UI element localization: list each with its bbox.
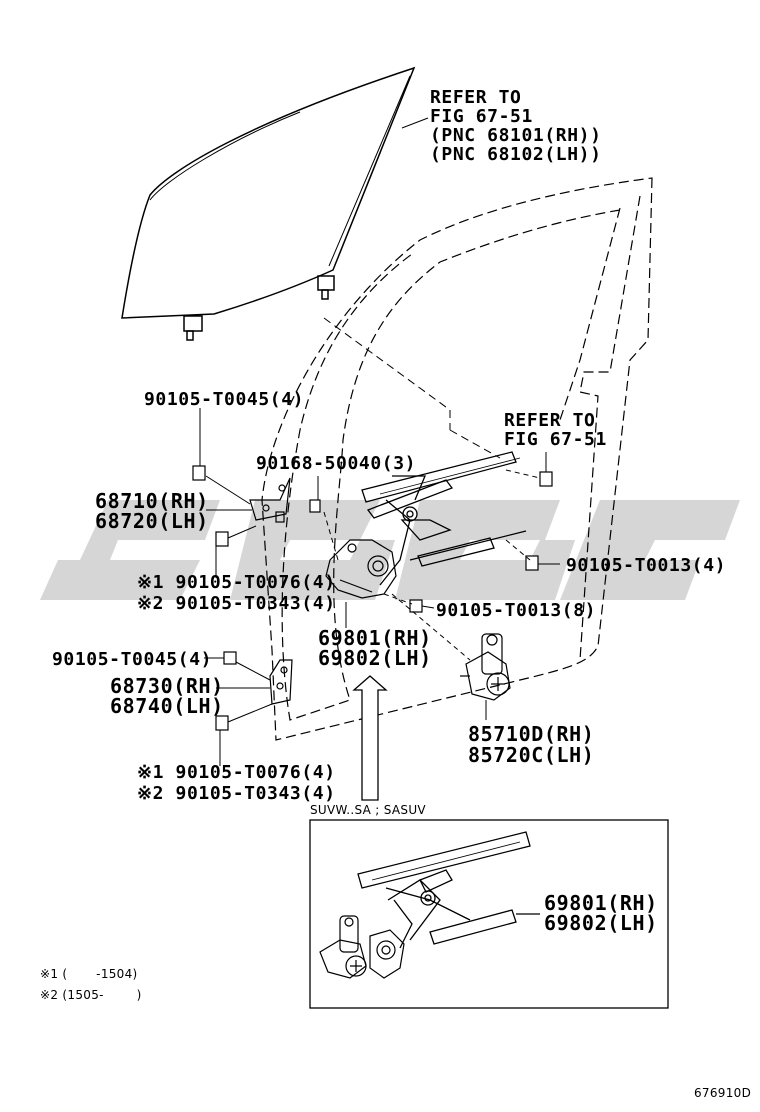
regulator-lh-label: 69802(LH): [318, 646, 432, 670]
refer-top-line4: (PNC 68102(LH)): [430, 144, 602, 165]
bolt-note2-upper-label: ※2 90105-T0343(4): [137, 593, 336, 614]
hinge-upper-rh-label: 68710(RH): [95, 489, 209, 513]
figure-id: 676910D: [694, 1086, 752, 1100]
bolt-90105-t0045-lower-label: 90105-T0045(4): [52, 649, 213, 670]
inset-regulator-lh-label: 69802(LH): [544, 911, 658, 935]
hinge-lower-rh-label: 68730(RH): [110, 674, 224, 698]
inset-title: SUVW..SA ; SASUV: [310, 803, 426, 817]
inset-regulator-rh-label: 69801(RH): [544, 891, 658, 915]
hinge-bracket-lower-icon: [269, 659, 293, 705]
motor-lh-label: 85720C(LH): [468, 743, 595, 767]
glass-regulator-dashline: [323, 317, 451, 411]
inset-box: [309, 819, 669, 1009]
bolt-90168-50040-label: 90168-50040(3): [256, 453, 417, 474]
refer-top-leader: [401, 117, 429, 129]
bolt-note2-lower-label: ※2 90105-T0343(4): [137, 783, 336, 804]
inset-motor-icon: [319, 915, 405, 979]
refer-top-line3: (PNC 68101(RH)): [430, 125, 602, 146]
bolt-90105-t0013-4-label: 90105-T0013(4): [566, 555, 727, 576]
bolt-note1-lower-label: ※1 90105-T0076(4): [137, 762, 336, 783]
regulator-drum-icon: [325, 539, 397, 599]
regulator-rh-label: 69801(RH): [318, 626, 432, 650]
refer-right-line2: FIG 67-51: [504, 429, 607, 450]
refer-top-line1: REFER TO: [430, 87, 522, 108]
footnote-2: ※2 (1505- ): [40, 988, 142, 1002]
bolt-note1-upper-label: ※1 90105-T0076(4): [137, 572, 336, 593]
hinge-lower-lh-label: 68740(LH): [110, 694, 224, 718]
glass-panel-icon: [121, 66, 416, 341]
bolt-90105-t0045-upper-label: 90105-T0045(4): [144, 389, 305, 410]
dashed-leaders: [323, 469, 541, 661]
window-regulator-icon: [361, 451, 527, 586]
regulator-motor-icon: [460, 633, 511, 701]
inset-regulator-icon: [357, 831, 540, 949]
glass-regulator-dashline-3: [449, 429, 501, 459]
leader-lines: [199, 408, 560, 766]
hinge-upper-lh-label: 68720(LH): [95, 509, 209, 533]
footnote-1: ※1 ( -1504): [40, 967, 138, 981]
bolt-90105-t0013-8-label: 90105-T0013(8): [436, 600, 597, 621]
refer-right-line1: REFER TO: [504, 410, 596, 431]
arrow-up-icon: [352, 675, 388, 801]
motor-rh-label: 85710D(RH): [468, 722, 595, 746]
door-frame-outline: [261, 177, 653, 741]
bolt-icon: [192, 465, 553, 731]
refer-top-line2: FIG 67-51: [430, 106, 533, 127]
hinge-bracket-upper-icon: [249, 477, 291, 523]
